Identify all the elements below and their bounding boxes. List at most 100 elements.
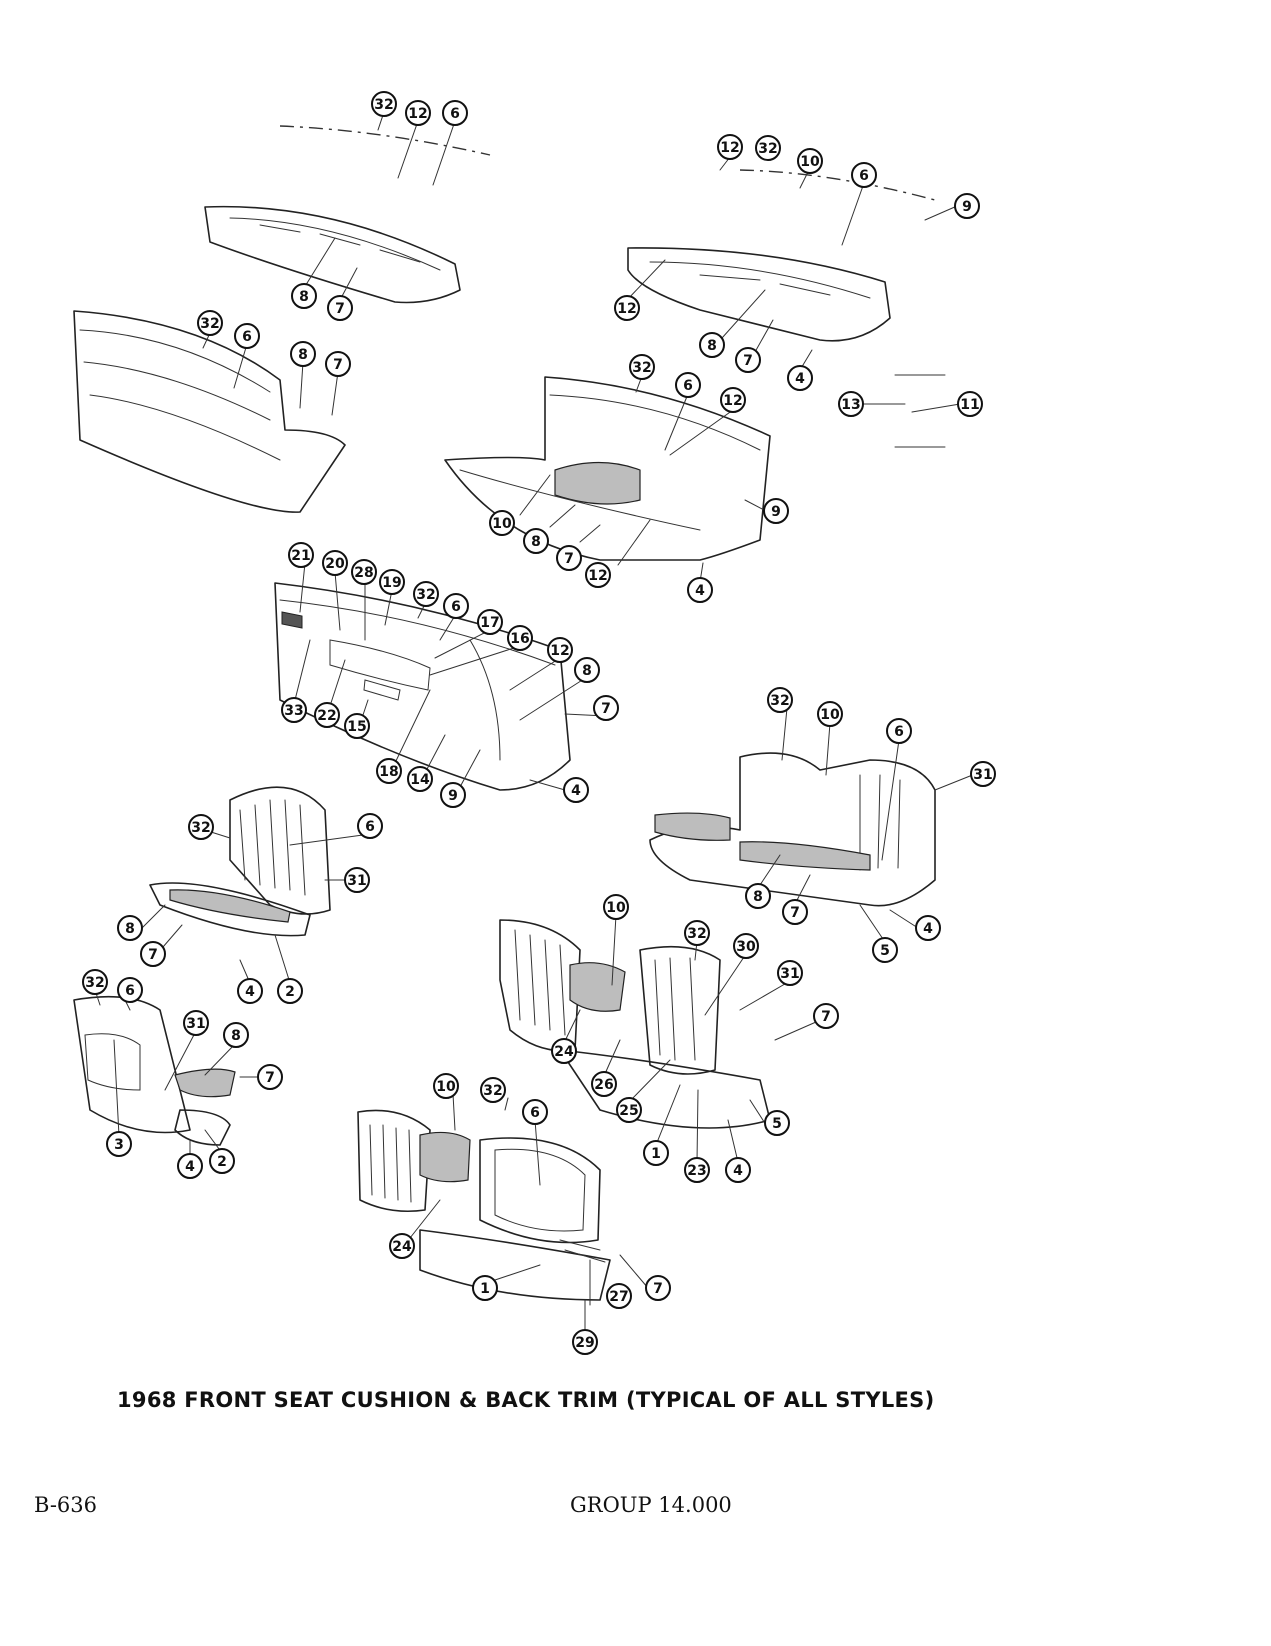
callout-number: 9 <box>771 504 781 520</box>
callout-11: 11 <box>957 391 983 417</box>
callout-6: 6 <box>117 977 143 1003</box>
callout-number: 31 <box>780 966 799 982</box>
callout-15: 15 <box>344 713 370 739</box>
callout-number: 31 <box>186 1016 205 1032</box>
callout-number: 7 <box>653 1281 663 1297</box>
callout-circle <box>351 559 377 585</box>
callout-number: 32 <box>200 316 219 332</box>
callout-number: 12 <box>588 568 607 584</box>
callout-13: 13 <box>838 391 864 417</box>
callout-circle <box>585 562 611 588</box>
callout-31: 31 <box>777 960 803 986</box>
callout-4: 4 <box>563 777 589 803</box>
callout-circle <box>379 569 405 595</box>
callout-10: 10 <box>797 148 823 174</box>
callout-number: 33 <box>284 703 303 719</box>
callout-circle <box>371 91 397 117</box>
callout-circle <box>389 1233 415 1259</box>
callout-circle <box>407 766 433 792</box>
callout-32: 32 <box>188 814 214 840</box>
callout-32: 32 <box>413 581 439 607</box>
callout-number: 6 <box>683 378 693 394</box>
callout-7: 7 <box>140 941 166 967</box>
callout-number: 7 <box>333 357 343 373</box>
callout-4: 4 <box>787 365 813 391</box>
callout-circle <box>106 1131 132 1157</box>
callout-number: 7 <box>148 947 158 963</box>
callout-circle <box>767 687 793 713</box>
callout-number: 6 <box>894 724 904 740</box>
callout-circle <box>376 758 402 784</box>
callout-22: 22 <box>314 702 340 728</box>
callout-9: 9 <box>440 782 466 808</box>
callout-7: 7 <box>735 347 761 373</box>
callout-number: 10 <box>436 1079 456 1095</box>
callout-circle <box>957 391 983 417</box>
callout-circle <box>591 1071 617 1097</box>
page-number: B-636 <box>34 1493 97 1517</box>
callout-circle <box>489 510 515 536</box>
callout-number: 12 <box>720 140 739 156</box>
callout-number: 8 <box>531 534 541 550</box>
callout-20: 20 <box>322 550 348 576</box>
callout-3: 3 <box>106 1131 132 1157</box>
callout-number: 26 <box>594 1077 613 1093</box>
callout-circle <box>817 701 843 727</box>
callout-number: 10 <box>800 154 820 170</box>
callout-32: 32 <box>197 310 223 336</box>
callout-10: 10 <box>433 1073 459 1099</box>
callout-8: 8 <box>699 332 725 358</box>
callout-4: 4 <box>725 1157 751 1183</box>
callout-18: 18 <box>376 758 402 784</box>
callout-5: 5 <box>764 1110 790 1136</box>
callout-circle <box>593 695 619 721</box>
callout-number: 9 <box>962 199 972 215</box>
callout-number: 6 <box>530 1105 540 1121</box>
callout-32: 32 <box>629 354 655 380</box>
callout-number: 7 <box>335 301 345 317</box>
callout-25: 25 <box>616 1097 642 1123</box>
callout-number: 17 <box>480 615 499 631</box>
split-bench-seat-bottom-center <box>357 1109 611 1301</box>
callout-circle <box>606 1283 632 1309</box>
callout-circle <box>314 702 340 728</box>
callout-7: 7 <box>257 1064 283 1090</box>
callout-circle <box>684 1157 710 1183</box>
callout-number: 8 <box>299 289 309 305</box>
callout-circle <box>237 978 263 1004</box>
callout-number: 3 <box>114 1137 124 1153</box>
callout-circle <box>117 977 143 1003</box>
callout-number: 8 <box>125 921 135 937</box>
callout-circle <box>433 1073 459 1099</box>
callout-circle <box>614 295 640 321</box>
callout-circle <box>616 1097 642 1123</box>
callout-circle <box>209 1148 235 1174</box>
callout-circle <box>480 1077 506 1103</box>
callout-9: 9 <box>763 498 789 524</box>
callout-4: 4 <box>237 978 263 1004</box>
callout-circle <box>872 937 898 963</box>
callout-number: 30 <box>736 939 756 955</box>
callout-number: 7 <box>601 701 611 717</box>
callout-circle <box>440 782 466 808</box>
callout-number: 15 <box>347 719 366 735</box>
callout-circle <box>290 341 316 367</box>
callout-number: 20 <box>325 556 345 572</box>
callout-number: 4 <box>185 1159 195 1175</box>
callout-circle <box>277 978 303 1004</box>
callout-32: 32 <box>480 1077 506 1103</box>
callout-31: 31 <box>183 1010 209 1036</box>
callout-number: 12 <box>723 393 742 409</box>
split-bench-seat-bottom-right <box>499 919 771 1129</box>
callout-number: 1 <box>480 1281 490 1297</box>
callout-31: 31 <box>970 761 996 787</box>
callout-number: 12 <box>550 643 569 659</box>
callout-circle <box>197 310 223 336</box>
callout-number: 4 <box>695 583 705 599</box>
callout-6: 6 <box>522 1099 548 1125</box>
callout-circle <box>813 1003 839 1029</box>
callout-number: 14 <box>410 772 430 788</box>
split-bench-seat-right <box>649 752 936 907</box>
callout-number: 16 <box>510 631 529 647</box>
